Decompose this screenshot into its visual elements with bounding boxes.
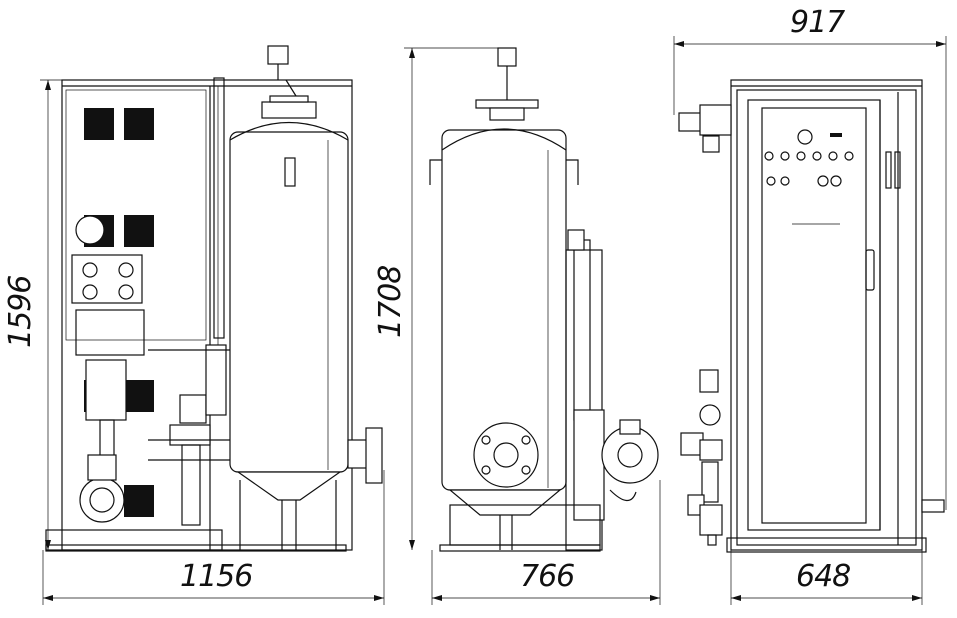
indicator-lamps [764,151,854,187]
dim-side-height: 1708 [373,265,408,338]
dim-side-width: 766 [520,559,575,594]
dimension-lines [40,36,947,605]
dim-right-overall-width: 917 [790,5,845,40]
side-view [429,47,659,552]
dim-front-height: 1596 [3,275,38,348]
front-view [45,45,383,552]
dim-right-body-width: 648 [796,559,851,594]
cabinet-view [678,79,945,553]
dim-front-width: 1156 [180,559,253,594]
